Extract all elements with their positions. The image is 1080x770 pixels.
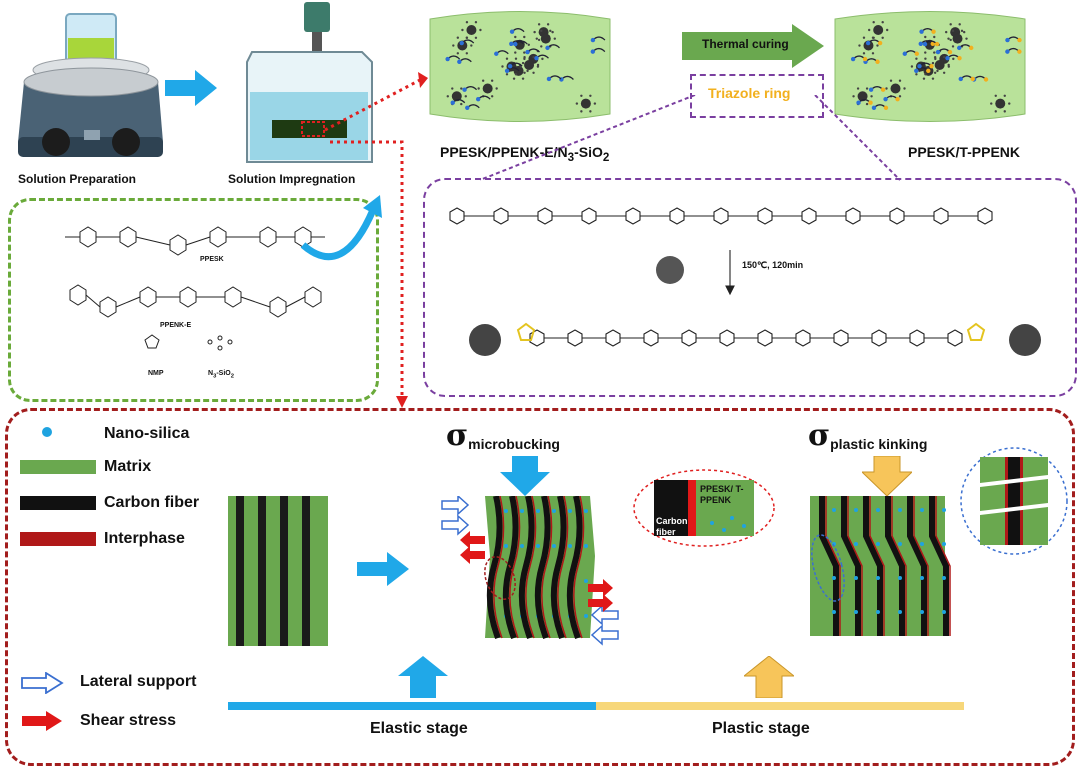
legend-carbon-fiber: Carbon fiber bbox=[104, 494, 200, 511]
microbuckled-composite bbox=[441, 496, 619, 646]
lateral-support-icon bbox=[21, 672, 64, 694]
kinked-fiber bbox=[841, 496, 861, 636]
block1-label: PPESK/PPENK-E/N3-SiO2 bbox=[440, 144, 609, 164]
down-arrow-blue bbox=[500, 456, 550, 496]
n3sio2-small-sub2: 2 bbox=[230, 373, 234, 380]
interface-zoom bbox=[633, 469, 775, 547]
block2-label: PPESK/T-PPENK bbox=[908, 144, 1021, 160]
fracture-zoom bbox=[960, 447, 1068, 555]
sigma-1: σ bbox=[446, 418, 469, 453]
elastic-stage-bar bbox=[228, 702, 596, 710]
legend-interphase-swatch bbox=[20, 532, 96, 546]
silica-particle bbox=[466, 25, 477, 36]
n3sio2-small-tail: -SiO bbox=[216, 370, 231, 377]
sigma-plastic-kinking: σplastic kinking bbox=[808, 418, 927, 453]
ppesk-label: PPESK bbox=[200, 256, 224, 263]
up-arrow-blue bbox=[398, 656, 448, 698]
silica-particle bbox=[482, 83, 493, 94]
silica-particle bbox=[540, 33, 551, 44]
sigma-microbucking: σmicrobucking bbox=[446, 418, 560, 453]
nmp-label: NMP bbox=[148, 370, 164, 377]
kinked-fiber bbox=[885, 496, 905, 636]
up-arrow-yellow bbox=[744, 656, 794, 698]
silica-particle bbox=[890, 83, 901, 94]
load-arrow-right bbox=[357, 552, 409, 586]
silica-particle bbox=[524, 59, 535, 70]
triazole-ring-box bbox=[690, 74, 824, 118]
ppesk-structure bbox=[65, 226, 325, 351]
step-solution-preparation: Solution Preparation bbox=[18, 172, 137, 186]
ppenke-label: PPENK-E bbox=[160, 322, 192, 329]
silica-particle bbox=[857, 91, 868, 102]
n3sio2-small-sub: 3 bbox=[213, 373, 217, 380]
kinked-fiber bbox=[907, 496, 927, 636]
legend-matrix-swatch bbox=[20, 460, 96, 474]
silica-particle bbox=[952, 33, 963, 44]
n3sio2-small-label: N3-SiO2 bbox=[208, 370, 234, 379]
plastic-stage-bar bbox=[596, 702, 964, 710]
plastic-stage-label: Plastic stage bbox=[712, 720, 810, 737]
silica-particle bbox=[995, 98, 1006, 109]
buckled-fiber bbox=[518, 496, 535, 640]
n3sio2-small-text: N bbox=[208, 370, 214, 377]
block1-sub2: 2 bbox=[602, 150, 610, 164]
microbucking-sub: microbucking bbox=[468, 436, 560, 453]
silica-particle bbox=[873, 25, 884, 36]
zoom-ppesk-label: PPESK/ T-PPENK bbox=[700, 484, 744, 505]
shear-stress-label: Shear stress bbox=[80, 712, 177, 729]
purple-connectors bbox=[479, 95, 901, 181]
legend-matrix: Matrix bbox=[104, 458, 152, 475]
mechanism-box bbox=[5, 408, 1075, 766]
zoom-carbon-fiber: Carbon fiber bbox=[656, 516, 688, 537]
kinked-fiber bbox=[863, 496, 883, 636]
legend-interphase: Interphase bbox=[104, 530, 185, 547]
thermal-curing-label: Thermal curing bbox=[702, 37, 789, 51]
unloaded-composite bbox=[228, 496, 328, 646]
impregnation-tank-icon bbox=[246, 2, 373, 163]
plastic-kinking-sub: plastic kinking bbox=[830, 436, 928, 453]
process-arrow-1 bbox=[165, 70, 217, 106]
chem-box-purple bbox=[423, 178, 1077, 397]
buckled-fiber bbox=[566, 496, 583, 640]
thermal-curing-arrow bbox=[682, 24, 824, 68]
lateral-support-label: Lateral support bbox=[80, 673, 197, 690]
composite-block-1 bbox=[429, 11, 611, 122]
curved-blue-arrow bbox=[300, 195, 382, 261]
legend-nano-silica: Nano-silica bbox=[104, 425, 190, 442]
elastic-stage-label: Elastic stage bbox=[370, 720, 468, 737]
chem-box-green bbox=[8, 198, 379, 402]
red-dotted-links bbox=[324, 72, 428, 408]
step-solution-impregnation: Solution Impregnation bbox=[228, 172, 356, 186]
legend-carbon-fiber-swatch bbox=[20, 496, 96, 510]
silica-particle bbox=[580, 98, 591, 109]
buckled-fiber bbox=[486, 496, 503, 640]
block1-sub: 3 bbox=[567, 150, 575, 164]
reaction-scheme bbox=[449, 207, 1041, 356]
composite-block-2 bbox=[834, 11, 1026, 122]
buckled-fiber bbox=[534, 496, 551, 640]
block1-text: PPESK/PPENK-E/N bbox=[440, 144, 568, 160]
silica-particle bbox=[451, 91, 462, 102]
down-arrow-yellow bbox=[862, 456, 912, 496]
triazole-ring-label: Triazole ring bbox=[708, 85, 791, 101]
block1-tail: -SiO bbox=[574, 144, 603, 160]
buckled-fiber bbox=[550, 496, 567, 640]
silica-particle bbox=[934, 59, 945, 70]
nano-silica-dot-icon bbox=[42, 427, 52, 437]
kinked-composite bbox=[810, 496, 951, 636]
shear-stress-icon bbox=[22, 711, 62, 731]
kinked-fiber bbox=[929, 496, 949, 636]
sigma-2: σ bbox=[808, 418, 831, 453]
hotplate-stirrer-icon bbox=[18, 13, 163, 157]
reaction-condition: 150℃, 120min bbox=[742, 260, 804, 270]
